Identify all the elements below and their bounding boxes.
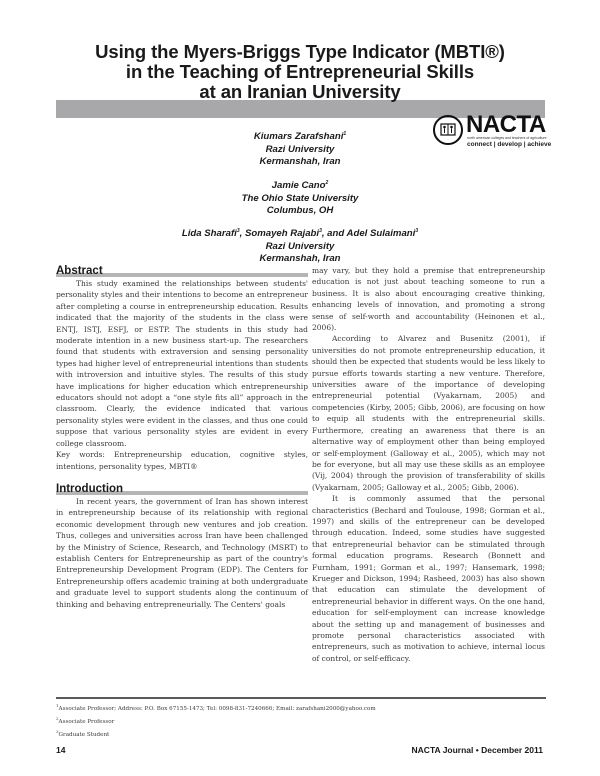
right-column: may vary, but they hold a premise that e… — [312, 265, 545, 664]
logo-wordmark: NACTA — [466, 111, 546, 138]
abstract-body: This study examined the relationships be… — [56, 279, 308, 448]
author-name: Lida Sharafi — [181, 228, 237, 239]
page-number: 14 — [56, 745, 66, 755]
nacta-emblem-icon — [433, 115, 463, 145]
journal-footer: NACTA Journal • December 2011 — [411, 745, 543, 755]
footnote-2: 2Associate Professor — [56, 716, 115, 726]
footnotes: 1Associate Professor; Address: P.O. Box … — [56, 701, 556, 741]
author-name: Kiumars Zarafshani — [253, 131, 344, 142]
introduction-paragraph: In recent years, the government of Iran … — [56, 496, 308, 609]
author-location: Columbus, OH — [266, 205, 334, 216]
keywords: Key words: Entrepreneurship education, c… — [56, 450, 308, 471]
author-location: Kermanshah, Iran — [259, 253, 341, 264]
logo-tagline: connect | develop | achieve — [467, 141, 552, 148]
author-affiliation: Razi University — [265, 240, 335, 252]
heading-bar — [56, 273, 308, 277]
author-affiliation: The Ohio State University — [241, 192, 359, 204]
author-block-1: Kiumars Zarafshani1 Razi University Kerm… — [0, 128, 600, 169]
author-block-2: Jamie Cano2 The Ohio State University Co… — [0, 177, 600, 218]
author-name: Somayeh Rajabi — [244, 228, 320, 239]
body-paragraph: may vary, but they hold a premise that e… — [312, 266, 545, 333]
introduction-heading: Introduction — [56, 483, 308, 495]
heading-bar — [56, 490, 308, 495]
abstract-heading: Abstract — [56, 265, 308, 277]
footnote-3: 3Graduate Student — [56, 729, 110, 739]
title-line-2: in the Teaching of Entrepreneurial Skill… — [125, 61, 475, 82]
body-paragraph: It is commonly assumed that the personal… — [312, 494, 545, 663]
title-line-3: at an Iranian University — [199, 81, 401, 102]
footnote-rule — [56, 697, 546, 699]
author-affiliation: Razi University — [265, 143, 335, 155]
logo-fine-print: north american colleges and teachers of … — [467, 136, 547, 140]
left-column: Abstract This study examined the relatio… — [56, 265, 308, 610]
author-name: Jamie Cano — [271, 180, 326, 191]
author-name: Adel Sulaimani — [346, 228, 416, 239]
paper-title: Using the Myers-Briggs Type Indicator (M… — [0, 42, 600, 102]
author-location: Kermanshah, Iran — [259, 156, 341, 167]
footnote-1: 1Associate Professor; Address: P.O. Box … — [56, 703, 376, 712]
title-band — [56, 100, 545, 118]
body-paragraph: According to Alvarez and Busenitz (2001)… — [312, 334, 545, 492]
title-line-1: Using the Myers-Briggs Type Indicator (M… — [95, 41, 505, 62]
nacta-logo: NACTA north american colleges and teache… — [433, 113, 568, 151]
author-block-3: Lida Sharafi3, Somayeh Rajabi3, and Adel… — [0, 225, 600, 266]
